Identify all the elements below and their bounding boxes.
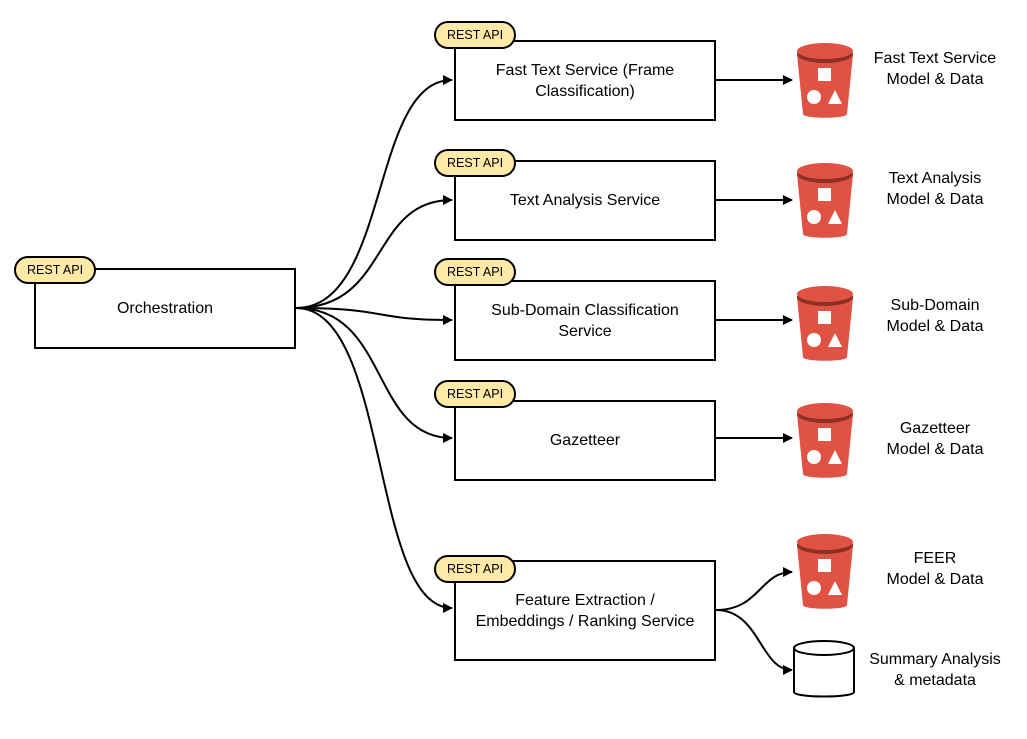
text-analysis-service-box[interactable]: Text Analysis Service <box>454 160 716 241</box>
s3-bucket-icon <box>797 43 853 118</box>
sub-domain-service-box[interactable]: Sub-Domain Classification Service <box>454 280 716 361</box>
gazetteer-service-label: Gazetteer <box>549 432 621 449</box>
store-label-sub-domain: Sub-Domain Model & Data <box>886 297 984 335</box>
text-analysis-service-label: Text Analysis Service <box>509 192 661 209</box>
fast-text-rest-api-badge: REST API <box>434 21 517 49</box>
orchestration-label: Orchestration <box>116 300 214 317</box>
sub-domain-service-label: Sub-Domain Classification Service <box>491 301 679 340</box>
orchestration-rest-api-badge: REST API <box>14 256 97 284</box>
store-label-gazetteer: Gazetteer Model & Data <box>886 420 984 458</box>
feer-service-label: Feature Extraction / Embeddings / Rankin… <box>475 591 695 630</box>
fast-text-service-label: Fast Text Service (Frame Classification) <box>495 61 675 100</box>
text-analysis-rest-api-badge: REST API <box>434 149 517 177</box>
edge-orchestration-fast-text <box>295 75 453 309</box>
s3-bucket-icon <box>797 163 853 238</box>
edge-orchestration-feer <box>295 307 453 613</box>
edge-orchestration-sub-domain <box>295 307 453 325</box>
store-label-summary: Summary Analysis & metadata <box>869 651 1001 689</box>
edge-orchestration-text-analysis <box>295 195 453 309</box>
s3-bucket-icon <box>797 286 853 361</box>
database-cylinder-icon <box>793 640 855 698</box>
gazetteer-rest-api-badge: REST API <box>434 380 517 408</box>
store-label-fast-text: Fast Text Service Model & Data <box>873 50 997 88</box>
edge-feer-summary <box>715 609 793 675</box>
fast-text-service-box[interactable]: Fast Text Service (Frame Classification) <box>454 40 716 121</box>
feer-rest-api-badge: REST API <box>434 555 517 583</box>
s3-bucket-icon <box>797 534 853 609</box>
gazetteer-service-box[interactable]: Gazetteer <box>454 400 716 481</box>
edge-orchestration-gazetteer <box>295 307 453 443</box>
sub-domain-rest-api-badge: REST API <box>434 258 517 286</box>
store-label-text-analysis: Text Analysis Model & Data <box>886 170 984 208</box>
s3-bucket-icon <box>797 403 853 478</box>
store-label-feer: FEER Model & Data <box>886 550 984 588</box>
edge-feer-store <box>715 567 793 611</box>
